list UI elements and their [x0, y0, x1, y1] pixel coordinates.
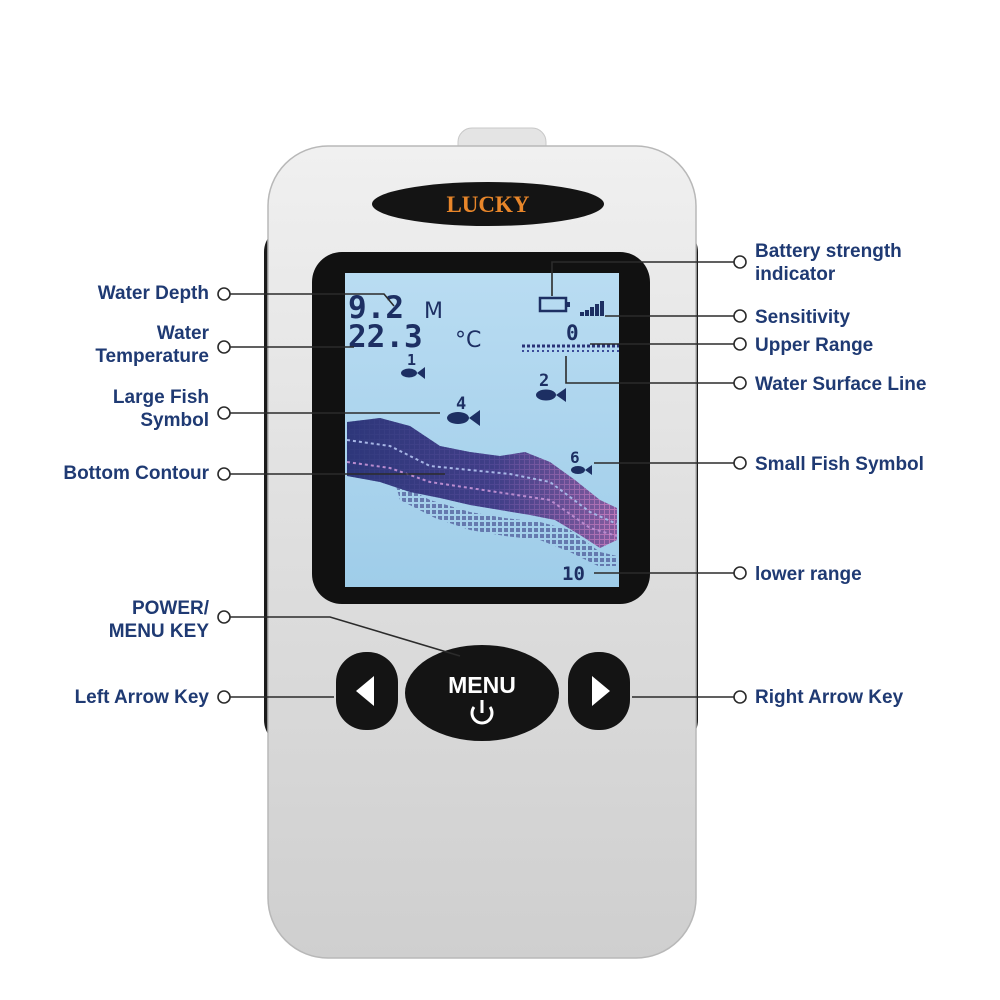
label-large-fish-symbol: Large Fish Symbol: [112, 387, 209, 431]
label-small-fish-symbol: Small Fish Symbol: [755, 454, 924, 475]
water-surface-line: [522, 344, 619, 352]
fish-icon-1: 1: [401, 351, 425, 379]
brand-logo: LUCKY: [446, 192, 529, 217]
upper-range-value: 0: [566, 321, 579, 345]
label-sensitivity: Sensitivity: [755, 307, 851, 328]
depth-reading: 9.2: [348, 290, 404, 326]
label-upper-range: Upper Range: [755, 335, 874, 356]
label-battery-indicator: Battery strength indicator: [755, 241, 902, 285]
depth-unit: M: [424, 299, 443, 324]
bottom-contour: [346, 418, 618, 566]
label-water-depth: Water Depth: [97, 283, 209, 304]
label-water-temperature: Water Temperature: [95, 323, 209, 367]
fish-icon-2: 2: [536, 371, 566, 402]
left-arrow-key[interactable]: [336, 652, 398, 730]
callout-leaders-right: [551, 255, 747, 704]
menu-key-label: MENU: [448, 672, 516, 698]
label-bottom-contour: Bottom Contour: [63, 463, 209, 484]
fish-depth-2: 2: [539, 371, 549, 391]
temperature-reading: 22.3: [348, 319, 423, 355]
power-menu-key[interactable]: MENU: [405, 645, 559, 741]
battery-icon: [538, 296, 570, 313]
label-right-arrow-key: Right Arrow Key: [755, 687, 904, 708]
power-icon: [470, 700, 494, 725]
label-left-arrow-key: Left Arrow Key: [74, 687, 209, 708]
fish-icon-4: 4: [447, 394, 480, 426]
label-lower-range: lower range: [755, 564, 862, 585]
fish-depth-1: 1: [407, 351, 416, 369]
label-power-menu-key: POWER/ MENU KEY: [108, 598, 209, 642]
sensitivity-icon: [580, 301, 604, 316]
fish-icon-6: 6: [570, 448, 592, 475]
brand-badge: [372, 182, 604, 226]
fish-depth-4: 4: [456, 394, 466, 414]
lower-range-value: 10: [562, 563, 585, 585]
fish-depth-6: 6: [570, 448, 580, 467]
label-water-surface-line: Water Surface Line: [755, 374, 927, 395]
temperature-unit: °C: [455, 328, 481, 353]
callout-leaders-left: [217, 287, 461, 704]
right-arrow-key[interactable]: [568, 652, 630, 730]
